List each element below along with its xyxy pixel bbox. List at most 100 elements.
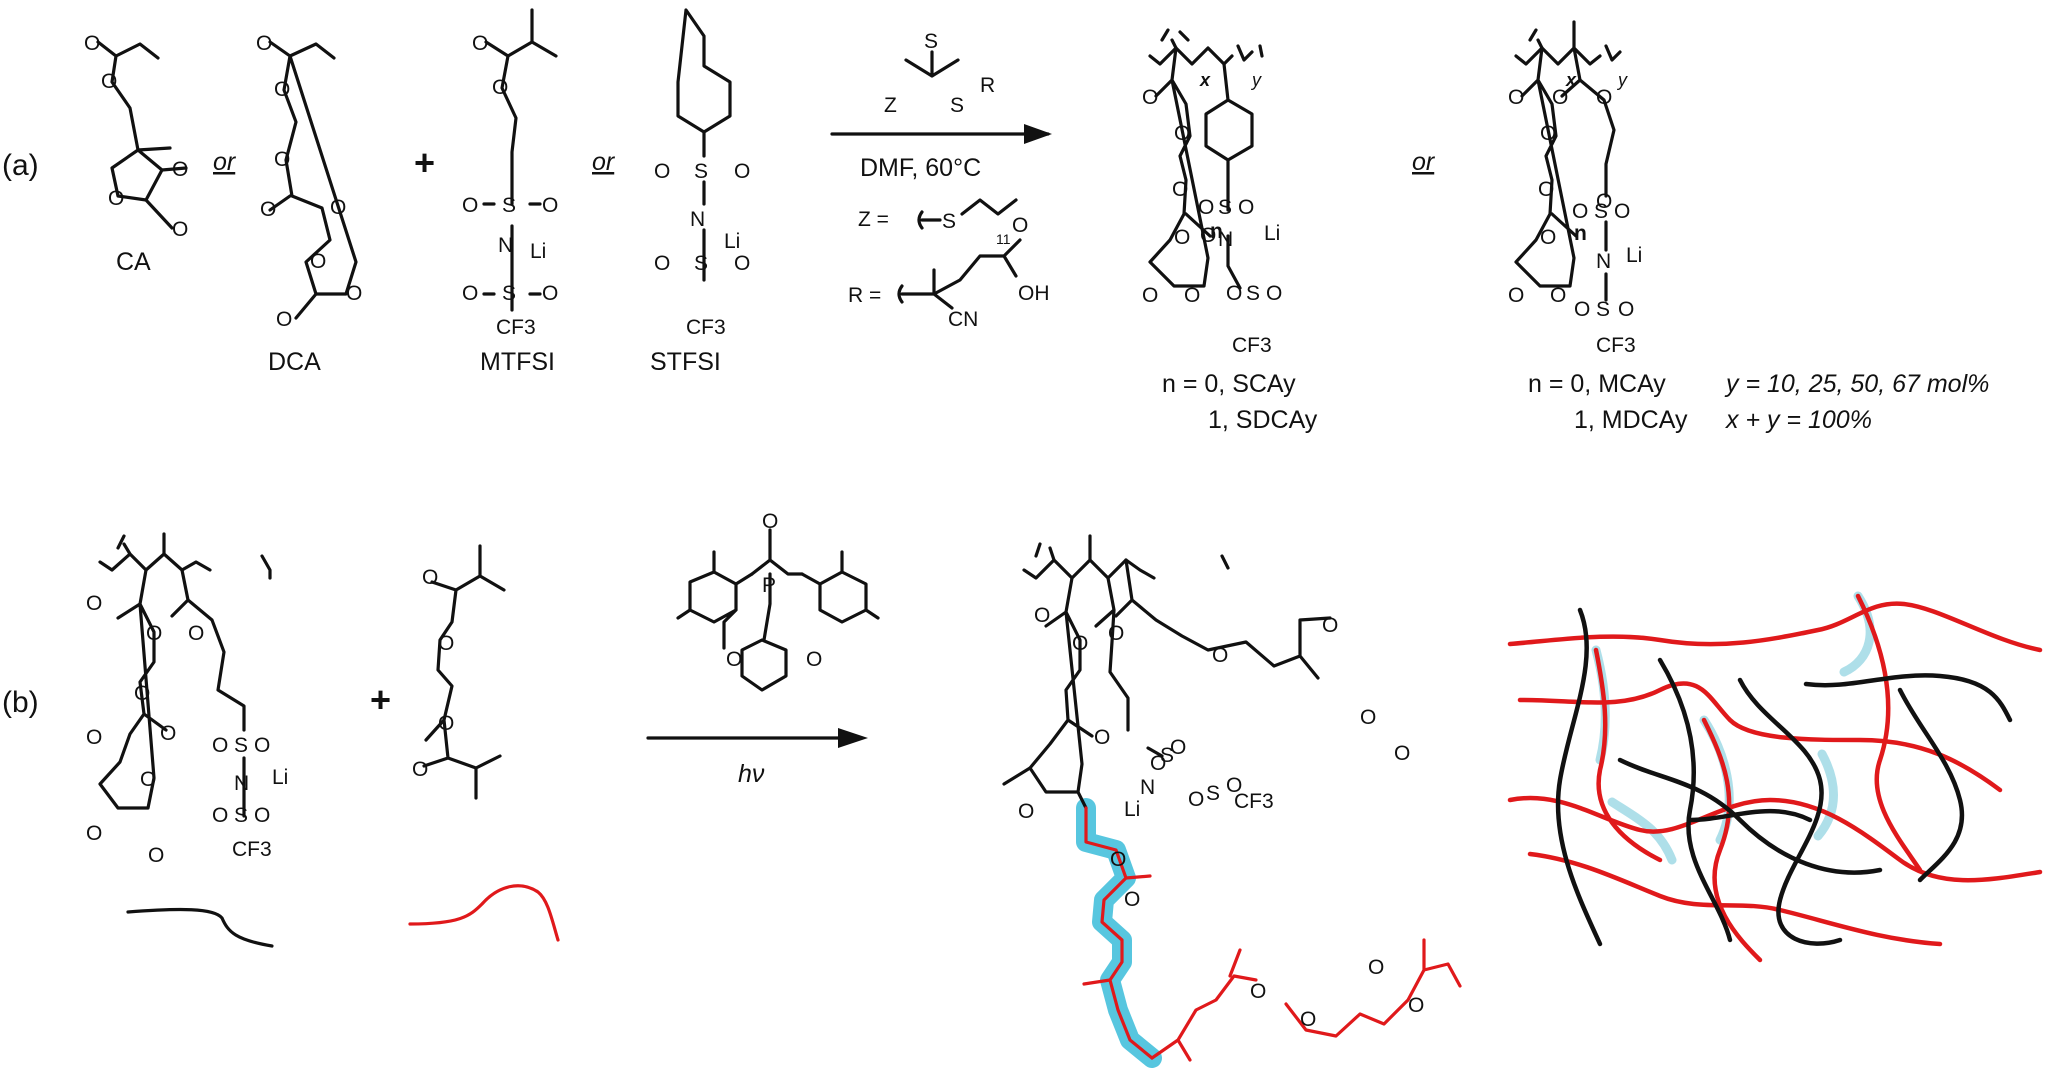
s-polymer-structure: O O O O O O O n O S O N Li O S O CF3 x y <box>1142 28 1282 357</box>
cta-z: Z <box>884 94 897 117</box>
atom-o: O <box>101 70 117 93</box>
atom-li: Li <box>1124 798 1140 821</box>
arrow-head-a <box>1024 124 1052 144</box>
atom-o: O <box>1226 774 1242 797</box>
atom-s: S <box>1246 282 1260 305</box>
dca-label: DCA <box>268 348 321 376</box>
atom-o: O <box>1250 980 1266 1003</box>
atom-o: O <box>422 566 438 589</box>
atom-o: O <box>654 160 670 183</box>
atom-o: O <box>462 194 478 217</box>
atom-o: O <box>1172 178 1188 201</box>
atom-n: N <box>690 208 705 231</box>
atom-o: O <box>1300 1008 1316 1031</box>
cf3-group: CF3 <box>1232 334 1272 357</box>
atom-o: O <box>134 682 150 705</box>
atom-o: O <box>1574 298 1590 321</box>
atom-o: O <box>1110 848 1126 871</box>
plus-b: + <box>370 679 391 720</box>
sub-11: 11 <box>996 231 1011 247</box>
atom-o: O <box>1212 644 1228 667</box>
atom-o: O <box>1094 726 1110 749</box>
mtfsi-label: MTFSI <box>480 348 555 376</box>
photoinitiator-structure: P O O O <box>676 510 880 692</box>
atom-s: S <box>942 210 956 233</box>
atom-s: S <box>694 160 708 183</box>
atom-o: O <box>1508 86 1524 109</box>
atom-o: O <box>212 804 228 827</box>
or-1: or <box>213 148 237 176</box>
atom-o: O <box>86 592 102 615</box>
ca-label: CA <box>116 248 151 276</box>
stfsi-structure: O S O N Li O S O CF3 <box>654 8 750 339</box>
atom-o: O <box>1150 752 1166 775</box>
atom-o: O <box>276 308 292 331</box>
cta-r: R <box>980 74 995 97</box>
atom-o: O <box>260 198 276 221</box>
black-chain-legend <box>126 907 274 948</box>
network-cartoon <box>1507 591 2043 963</box>
cta-s: S <box>924 30 938 53</box>
atom-o: O <box>1034 604 1050 627</box>
atom-o: O <box>254 804 270 827</box>
or-2: or <box>592 148 616 176</box>
x-subscript: x <box>1565 70 1577 90</box>
cn-group: CN <box>948 308 978 331</box>
m-polymer-structure: O O O O O O O O n O S O O N Li O S O CF3… <box>1508 20 1642 357</box>
dmf-label: DMF, 60°C <box>860 154 981 182</box>
atom-o: O <box>188 622 204 645</box>
m-n0-label: n = 0, MCAy <box>1528 370 1666 398</box>
or-3: or <box>1412 148 1436 176</box>
atom-o: O <box>212 734 228 757</box>
panel-a-label: (a) <box>2 149 39 182</box>
atom-o: O <box>1174 122 1190 145</box>
n-subscript: n <box>1210 220 1223 243</box>
m-n1-label: 1, MDCAy <box>1574 406 1688 434</box>
panel-b-label: (b) <box>2 686 39 719</box>
y-subscript: y <box>1250 70 1262 90</box>
atom-o: O <box>274 148 290 171</box>
atom-o: O <box>412 758 428 781</box>
atom-o: O <box>472 32 488 55</box>
atom-o: O <box>1322 614 1338 637</box>
atom-o: O <box>1368 956 1384 979</box>
network-structure: O O O O O O O S O N Li O S O CF3 O O O O… <box>1002 534 1462 1068</box>
stfsi-label: STFSI <box>650 348 721 376</box>
atom-li: Li <box>272 766 288 789</box>
ca-structure: O O O O O <box>84 32 188 241</box>
atom-o: O <box>1184 284 1200 307</box>
atom-s: S <box>1596 298 1610 321</box>
atom-o: O <box>172 218 188 241</box>
arrow-head-b <box>838 728 868 748</box>
atom-o: O <box>542 282 558 305</box>
atom-o: O <box>346 282 362 305</box>
crosslinker-structure: O O O O <box>412 544 506 800</box>
atom-o: O <box>310 250 326 273</box>
atom-o: O <box>172 158 188 181</box>
atom-o: O <box>1200 224 1216 247</box>
atom-s: S <box>1206 782 1220 805</box>
atom-li: Li <box>1264 222 1280 245</box>
atom-li: Li <box>530 240 546 263</box>
atom-li: Li <box>1626 244 1642 267</box>
atom-o: O <box>160 722 176 745</box>
atom-o: O <box>86 822 102 845</box>
s-n1-label: 1, SDCAy <box>1208 406 1318 434</box>
cf3-group: CF3 <box>232 838 272 861</box>
hv-label: hν <box>738 760 765 788</box>
atom-o: O <box>274 78 290 101</box>
atom-n: N <box>498 234 513 257</box>
atom-o: O <box>1596 190 1612 213</box>
atom-o: O <box>438 712 454 735</box>
atom-n: N <box>1596 250 1611 273</box>
atom-o: O <box>1572 200 1588 223</box>
y-values-label: y = 10, 25, 50, 67 mol% <box>1724 370 1989 398</box>
atom-n: N <box>1218 228 1233 251</box>
s-n0-label: n = 0, SCAy <box>1162 370 1296 398</box>
atom-n: N <box>1140 776 1155 799</box>
atom-s: S <box>234 804 248 827</box>
atom-o: O <box>1540 122 1556 145</box>
atom-o: O <box>1408 994 1424 1017</box>
atom-o: O <box>1198 196 1214 219</box>
atom-o: O <box>84 32 100 55</box>
